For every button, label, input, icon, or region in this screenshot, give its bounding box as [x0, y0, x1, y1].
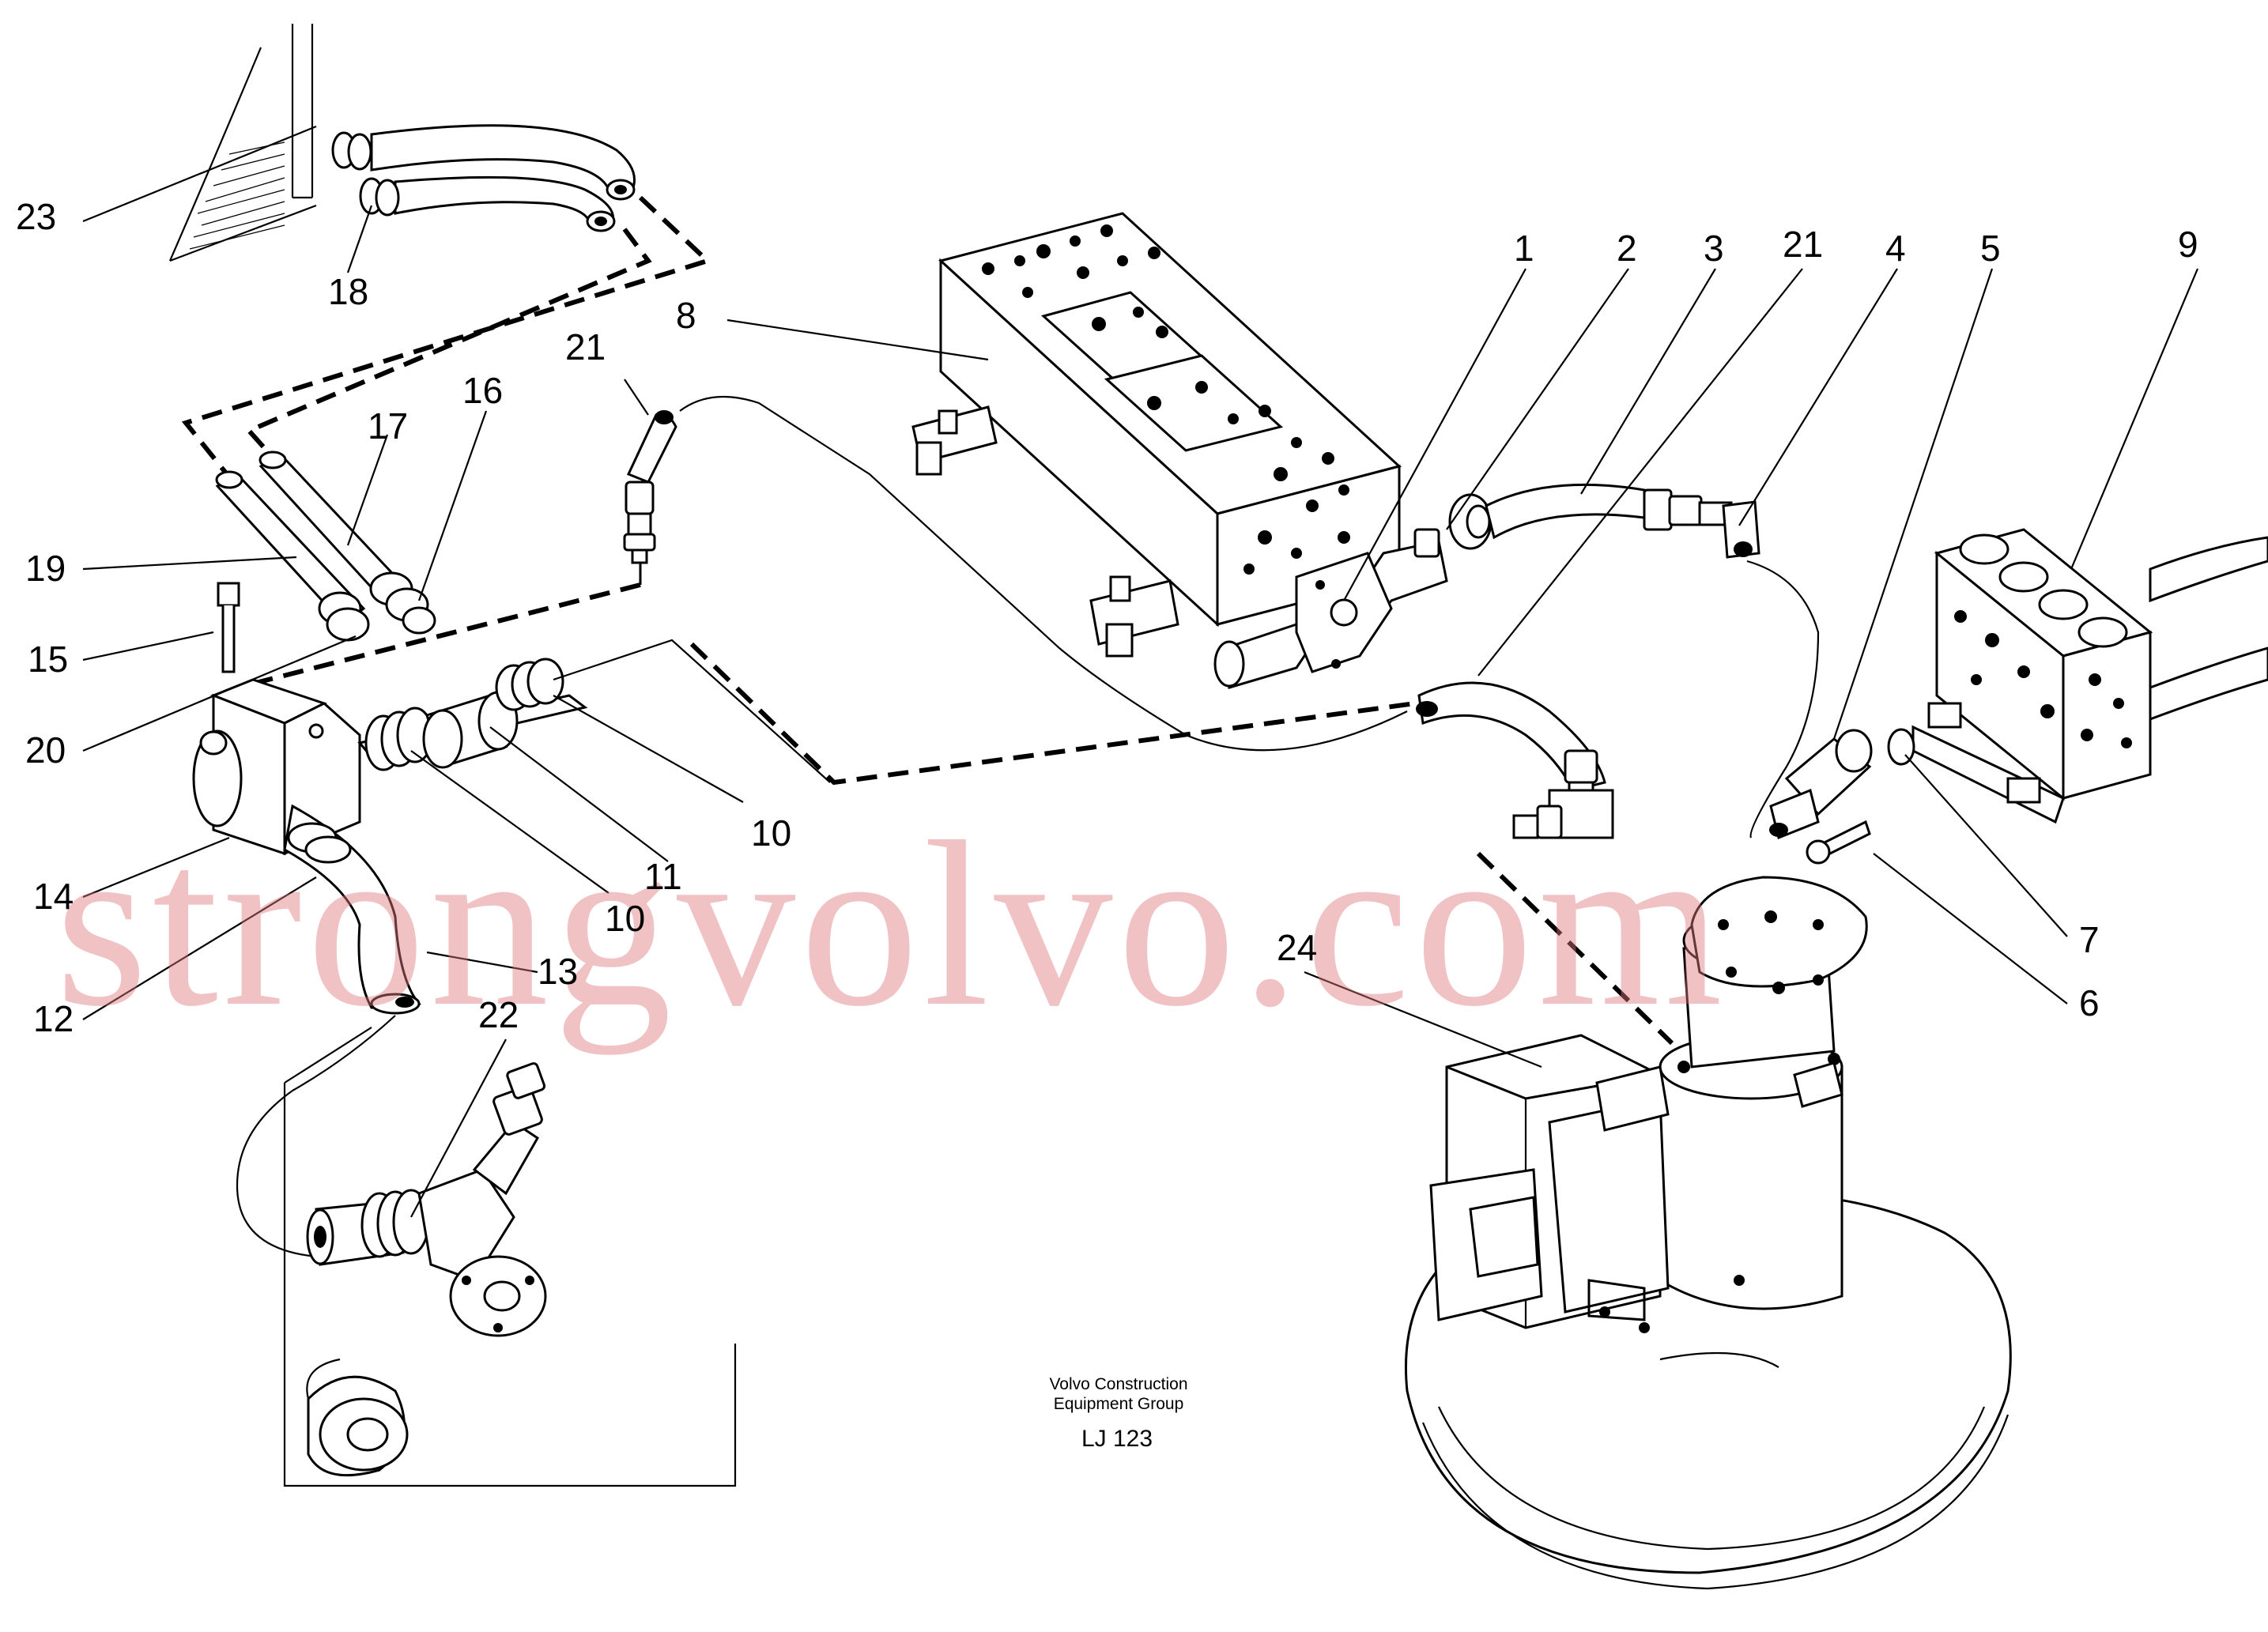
- callout-4: 4: [1885, 228, 1906, 269]
- tank-wall-top: [168, 24, 317, 262]
- callout-14: 14: [33, 876, 74, 917]
- hose-22: [236, 1015, 547, 1337]
- hose-clamp: [331, 131, 400, 217]
- callout-8: 8: [676, 295, 696, 336]
- callout-24: 24: [1277, 927, 1317, 968]
- fitting-4: [1722, 500, 1820, 839]
- callout-5: 5: [1980, 228, 2001, 269]
- callout-9: 9: [2178, 224, 2198, 265]
- fitting-21-left: [623, 395, 1408, 752]
- callout-10-left: 10: [605, 898, 645, 939]
- drawing-caption: Volvo Construction Equipment Group LJ 12…: [1049, 1375, 1187, 1452]
- callout-2: 2: [1617, 228, 1637, 269]
- valve-caps: [1959, 533, 2128, 648]
- callout-21-right: 21: [1783, 224, 1823, 265]
- pressure-fitting-1-2: [1213, 493, 1493, 689]
- manifold-valve-9: [1911, 528, 2268, 824]
- hose-17-19: [215, 450, 436, 642]
- callout-6: 6: [2079, 982, 2100, 1023]
- callout-15: 15: [28, 639, 68, 680]
- callout-17: 17: [368, 405, 408, 447]
- callout-13: 13: [538, 951, 578, 992]
- hose-clamp: [360, 1189, 430, 1258]
- hose-clamp: [318, 571, 436, 642]
- leader-lines: [82, 125, 2199, 1218]
- callout-11: 11: [644, 856, 682, 897]
- fitting-21-right: [1416, 681, 1614, 839]
- bolt-15: [217, 582, 240, 673]
- callout-23: 23: [16, 196, 56, 237]
- slew-motor-assembly: [1405, 876, 2012, 1590]
- caption-company-line1: Volvo Construction: [1049, 1375, 1187, 1393]
- main-control-valve: [938, 212, 1402, 628]
- fitting-5: [1769, 729, 1873, 840]
- caption-company-line2: Equipment Group: [1054, 1395, 1184, 1413]
- callout-22: 22: [478, 994, 519, 1035]
- watermark-text: strongvolvo.com: [55, 793, 1727, 1056]
- o-ring-7: [1887, 728, 1915, 766]
- callout-21-left: 21: [565, 326, 606, 367]
- return-hose-top: [331, 124, 636, 232]
- hose-12: [283, 804, 421, 1015]
- valve-mounting-brackets: [911, 405, 1179, 658]
- callout-18: 18: [328, 271, 368, 312]
- callout-16: 16: [462, 370, 503, 411]
- hose-clamp: [364, 707, 434, 771]
- callout-3: 3: [1704, 228, 1724, 269]
- callout-7: 7: [2079, 919, 2100, 960]
- caption-drawing-code: LJ 123: [1081, 1426, 1153, 1452]
- tank-body-bottom: [283, 1027, 737, 1487]
- bolt-6: [1806, 820, 1871, 865]
- callout-19: 19: [25, 548, 66, 589]
- callout-10-right: 10: [751, 812, 791, 854]
- callout-20: 20: [25, 729, 66, 771]
- hose-clamp: [495, 658, 564, 711]
- callout-1: 1: [1514, 228, 1534, 269]
- callout-12: 12: [33, 998, 74, 1039]
- callout-labels: 23 18 8 1 2 3 21 4 5 9 21 17 16 19 15 20…: [16, 196, 2198, 1039]
- tube-10-11: [357, 639, 831, 783]
